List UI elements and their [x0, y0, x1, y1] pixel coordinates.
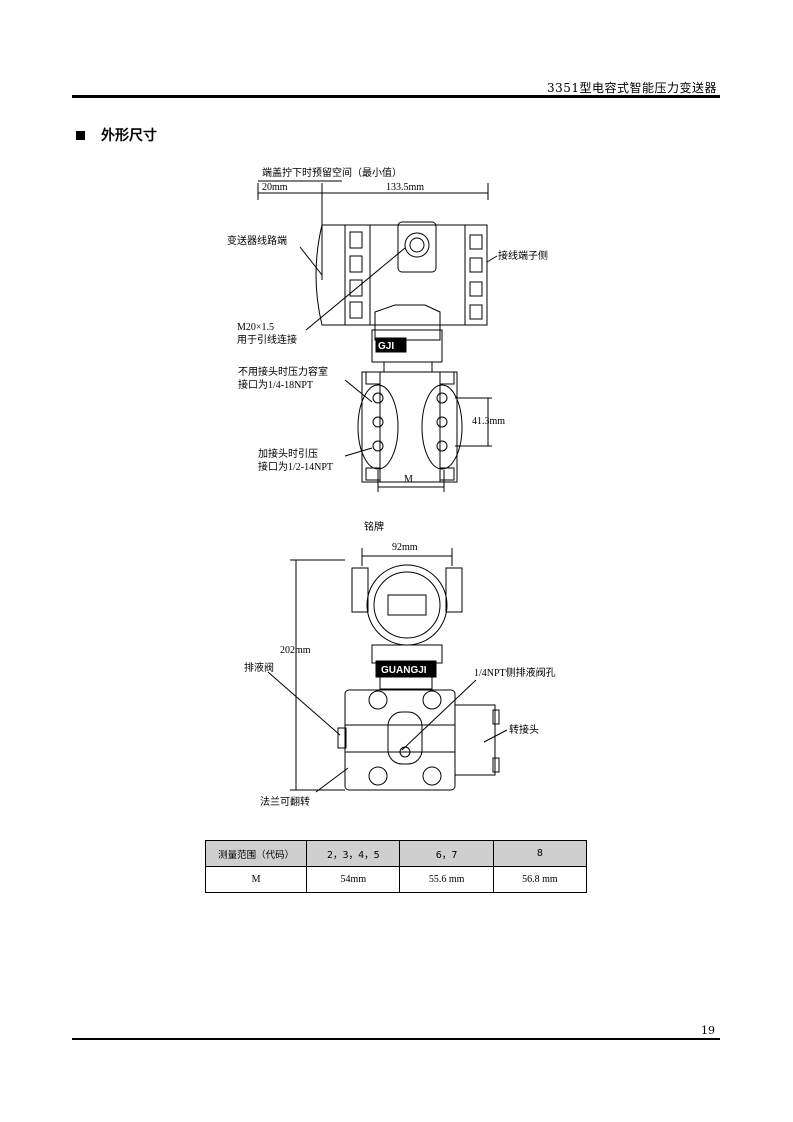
no-conn-line2: 接口为1/4-18NPT — [238, 378, 313, 391]
brand-gji: GJI — [378, 341, 394, 352]
footer-rule — [72, 1038, 720, 1040]
table-header-cell: 8 — [492, 840, 588, 867]
front-view-drawing: 铭牌 92mm 202mm GUANGJI 排液阀 1/4NPT侧排液阀孔 转接… — [244, 520, 556, 808]
conn-line1: 加接头时引压 — [258, 447, 318, 460]
no-conn-line1: 不用接头时压力容室 — [238, 365, 328, 378]
table-cell: 56.8 mm — [492, 866, 588, 893]
header-rule — [72, 95, 720, 98]
table-header-cell: 6，7 — [399, 840, 494, 867]
flange-label: 法兰可翻转 — [260, 795, 310, 808]
square-bullet-icon — [76, 130, 85, 140]
table-cell: M — [204, 866, 308, 893]
table-header-row: 测量范围（代码） 2，3，4，5 6，7 8 — [204, 840, 588, 867]
table-header-cell: 测量范围（代码） — [204, 840, 308, 867]
table-cell: 55.6 mm — [399, 866, 494, 893]
nameplate-label: 铭牌 — [364, 520, 384, 533]
dim-202: 202mm — [280, 645, 311, 656]
adapter-label: 转接头 — [509, 723, 539, 736]
terminal-label: 变送器线路端 — [227, 234, 287, 247]
spec-table: 测量范围（代码） 2，3，4，5 6，7 8 M 54mm 55.6 mm 56… — [204, 840, 588, 893]
thread-line2: 用于引线连接 — [237, 333, 297, 346]
section-heading: 外形尺寸 — [76, 125, 157, 145]
dim-92: 92mm — [392, 542, 418, 553]
dim-20: 20mm — [262, 182, 288, 193]
section-title: 外形尺寸 — [101, 128, 157, 144]
drain-valve-label: 排液阀 — [244, 661, 274, 674]
dim-133: 133.5mm — [386, 182, 424, 193]
side-view-drawing: 端盖拧下时预留空间（最小值） 20mm 133.5mm 变送器线路端 接线端子侧… — [227, 166, 548, 492]
conn-line2: 接口为1/2-14NPT — [258, 460, 333, 473]
dim-41: 41.3mm — [472, 416, 505, 427]
header-title: 3351型电容式智能压力变送器 — [546, 81, 717, 95]
table-header-cell: 2，3，4，5 — [306, 840, 401, 867]
brand-guangji: GUANGJI — [381, 665, 427, 676]
terminal-side-label: 接线端子侧 — [498, 249, 548, 262]
table-cell: 54mm — [306, 866, 401, 893]
space-label: 端盖拧下时预留空间（最小值） — [262, 166, 402, 179]
side-drain-label: 1/4NPT侧排液阀孔 — [474, 666, 556, 679]
dim-m: M — [404, 474, 413, 485]
table-row: M 54mm 55.6 mm 56.8 mm — [204, 866, 588, 893]
thread-line1: M20×1.5 — [237, 322, 274, 333]
page-number: 19 — [701, 1024, 715, 1037]
